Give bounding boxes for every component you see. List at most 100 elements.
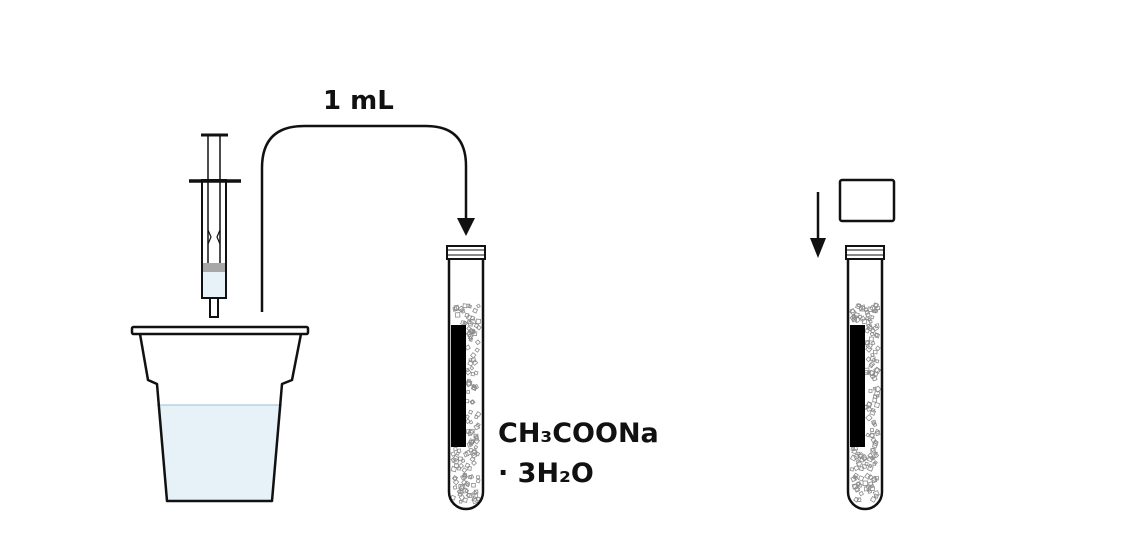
granule (464, 368, 472, 376)
granule (853, 316, 861, 324)
granule (873, 302, 880, 309)
tube-body (447, 260, 485, 511)
granule (458, 500, 463, 504)
granule (874, 385, 882, 393)
tube-label-band (451, 325, 466, 447)
granule (462, 497, 468, 503)
granule (871, 455, 876, 461)
tube-body (846, 260, 884, 511)
granule (861, 318, 868, 325)
granule (873, 460, 878, 466)
granule (475, 318, 482, 325)
granule (454, 312, 461, 318)
curved-arrow-icon (260, 124, 475, 312)
granule (475, 422, 481, 428)
granule (458, 489, 464, 495)
granule (853, 485, 861, 493)
granule (862, 480, 868, 486)
granule (872, 386, 877, 391)
reagent-formula-line2: · 3H₂O (498, 458, 594, 489)
granule (474, 339, 481, 346)
granule (858, 490, 865, 497)
granule (868, 369, 875, 377)
tube-thread (847, 249, 883, 256)
granule (871, 341, 876, 346)
granule (859, 306, 865, 312)
granule (471, 460, 477, 466)
granules (849, 302, 882, 503)
granule (471, 359, 479, 366)
granule (874, 333, 880, 339)
plunger-stopper (203, 263, 225, 272)
granule (868, 336, 874, 342)
granule (865, 405, 873, 413)
granule (875, 359, 880, 364)
tube-cap-icon (838, 178, 896, 223)
granule (467, 438, 475, 446)
granule (868, 389, 873, 393)
syringe-icon (189, 133, 241, 318)
granule (468, 409, 474, 415)
granule (467, 320, 474, 327)
granule (470, 371, 476, 377)
beaker-cup-icon (130, 325, 310, 503)
granule (473, 444, 479, 450)
granule (871, 419, 877, 426)
granule (461, 467, 468, 474)
granule (452, 454, 460, 462)
granule (469, 399, 475, 405)
granule (462, 488, 468, 494)
granule (475, 411, 482, 418)
granule (849, 467, 855, 472)
granule (473, 370, 479, 376)
granule (466, 330, 472, 336)
granule (861, 456, 868, 462)
granule (867, 489, 873, 495)
granule (868, 432, 876, 439)
granule (466, 390, 470, 394)
granule (450, 465, 458, 473)
granule (873, 366, 882, 375)
granule (853, 496, 860, 503)
granule (473, 437, 481, 445)
granule (475, 324, 482, 331)
syringe-nozzle (209, 297, 219, 318)
granule (467, 304, 472, 309)
granule (470, 428, 475, 434)
tube-label-band (850, 325, 865, 447)
granule (469, 365, 475, 371)
test-tube-icon (446, 245, 486, 511)
granule (473, 433, 479, 439)
granule (870, 447, 876, 453)
granule (852, 484, 858, 490)
tube-mouth (845, 245, 885, 260)
granule (869, 331, 875, 337)
granule (867, 463, 873, 469)
granule (865, 484, 871, 490)
granule (469, 318, 477, 325)
granule (872, 308, 878, 314)
syringe-liquid (203, 271, 225, 298)
granule (873, 332, 879, 338)
granule (875, 345, 881, 352)
volume-label: 1 mL (323, 86, 394, 116)
granule (463, 480, 471, 487)
granule (849, 308, 857, 316)
granule (456, 489, 462, 495)
granule (868, 481, 874, 487)
granule (857, 452, 865, 459)
tube-mouth (446, 245, 486, 260)
granule (866, 401, 873, 407)
transfer-arrow-head (457, 218, 475, 236)
granule (872, 397, 878, 403)
granule (464, 462, 471, 469)
granule (461, 479, 468, 486)
granule (468, 420, 474, 425)
granule (471, 329, 476, 334)
granule (870, 352, 875, 358)
granule (874, 428, 881, 435)
granule (856, 497, 862, 502)
granule (455, 451, 460, 456)
granule (452, 478, 460, 486)
